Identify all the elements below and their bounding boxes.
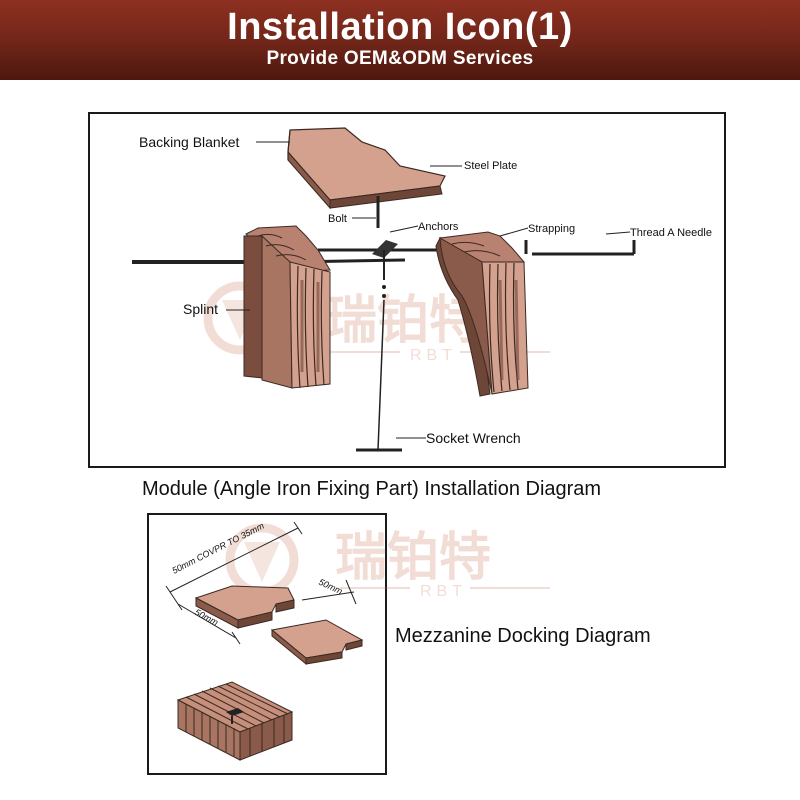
right-module bbox=[435, 231, 529, 397]
label-strapping: Strapping bbox=[528, 223, 575, 235]
callout-lines bbox=[226, 141, 631, 439]
splint-module bbox=[243, 225, 331, 389]
mezzanine-block-assembly bbox=[176, 681, 294, 761]
caption-mezzanine-diagram: Mezzanine Docking Diagram bbox=[395, 625, 651, 647]
label-splint: Splint bbox=[183, 301, 218, 317]
label-anchors: Anchors bbox=[418, 221, 459, 233]
watermark-logo-text: 瑞铂特 bbox=[325, 291, 481, 351]
caption-module-diagram: Module (Angle Iron Fixing Part) Installa… bbox=[142, 478, 602, 500]
label-bolt: Bolt bbox=[328, 213, 347, 225]
watermark-logo-mark-icon bbox=[244, 542, 280, 582]
label-steel-plate: Steel Plate bbox=[464, 160, 517, 172]
label-thread-a-needle: Thread A Needle bbox=[630, 227, 712, 239]
anchor-shape bbox=[372, 240, 398, 298]
page-title: Installation Icon(1) bbox=[227, 6, 573, 48]
mezzanine-dimension-lines bbox=[165, 521, 357, 645]
mezzanine-tile-left bbox=[194, 585, 295, 629]
watermark-logo-text: 瑞铂特 bbox=[335, 528, 491, 588]
watermark-sub-text: RBT bbox=[410, 347, 457, 364]
page-subtitle: Provide OEM&ODM Services bbox=[266, 48, 534, 69]
label-backing-blanket: Backing Blanket bbox=[139, 134, 240, 150]
socket-wrench-shaft bbox=[377, 299, 385, 451]
watermark-sub-text: RBT bbox=[420, 583, 467, 600]
steel-plate-block bbox=[287, 127, 446, 210]
mezzanine-tile-right bbox=[270, 619, 364, 666]
label-socket-wrench: Socket Wrench bbox=[426, 430, 521, 446]
header-banner: Installation Icon(1) Provide OEM&ODM Ser… bbox=[0, 0, 800, 80]
